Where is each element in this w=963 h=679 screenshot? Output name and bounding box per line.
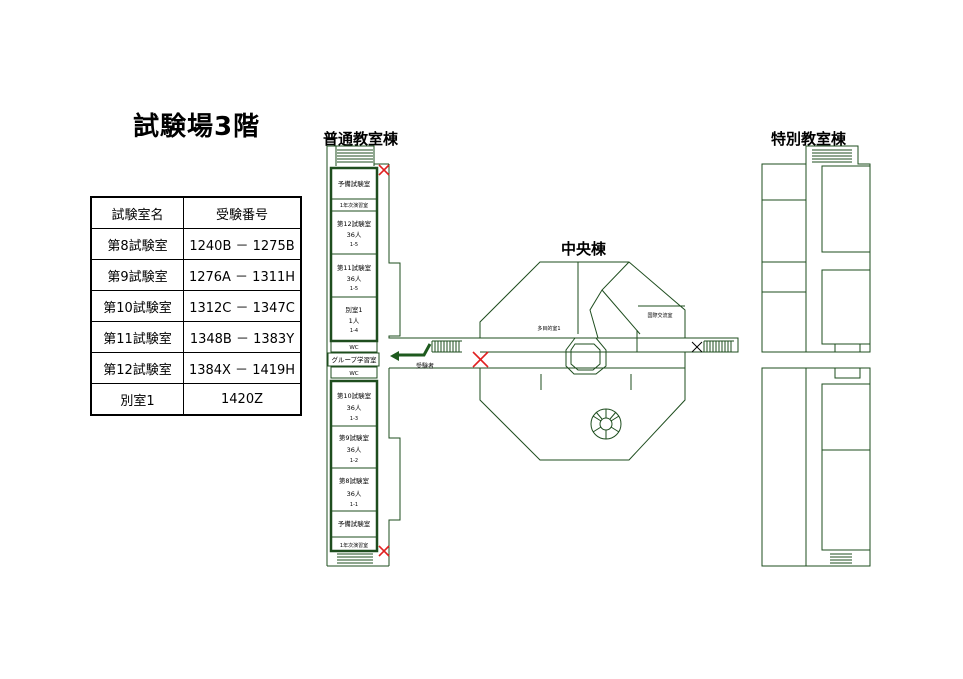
room-labels: 予備試験室 1年次演習室 第12試験室 36人 1-5 第11試験室 36人 1… bbox=[331, 179, 672, 549]
room10-code: 1-3 bbox=[350, 416, 358, 422]
room12-label: 第12試験室 bbox=[337, 219, 372, 228]
room10-capacity: 36人 bbox=[347, 404, 362, 412]
room8-code: 1-1 bbox=[350, 502, 358, 508]
east-x-icon bbox=[691, 341, 703, 353]
room11-label: 第11試験室 bbox=[337, 263, 372, 272]
closed-x-icon bbox=[472, 351, 489, 368]
room12-code: 1-5 bbox=[350, 242, 358, 248]
numbers-cell: 1240B － 1275B bbox=[183, 228, 302, 260]
room9-label: 第9試験室 bbox=[339, 433, 370, 442]
closed-marks bbox=[378, 164, 489, 557]
special-bottom-stair-treads bbox=[830, 553, 852, 564]
room11-capacity: 36人 bbox=[347, 275, 362, 283]
central-outline bbox=[460, 261, 739, 461]
special-upper-dividers bbox=[762, 163, 806, 293]
reserve-room-bottom-label: 予備試験室 bbox=[338, 519, 371, 528]
central-building-label: 中央棟 bbox=[561, 240, 607, 258]
room9-capacity: 36人 bbox=[347, 446, 362, 454]
multipurpose-room-label: 多目的室1 bbox=[537, 325, 560, 332]
special-building bbox=[761, 145, 871, 567]
corridor-stairs bbox=[431, 340, 462, 353]
room12-capacity: 36人 bbox=[347, 231, 362, 239]
numbers-cell: 1420Z bbox=[183, 383, 302, 416]
top-stair bbox=[335, 146, 375, 166]
special-east-upper bbox=[805, 145, 871, 353]
international-room-label: 国際交流室 bbox=[647, 312, 672, 319]
wc-bottom-label: WC bbox=[349, 371, 358, 377]
special-upper-rooms bbox=[821, 165, 871, 345]
regular-building-walls bbox=[326, 145, 460, 567]
special-building-label: 特別教室棟 bbox=[771, 130, 847, 148]
exam-room-table: 試験室名 受験番号 第8試験室 1240B － 1275B 第9試験室 1276… bbox=[90, 196, 302, 416]
special-west-upper bbox=[761, 163, 807, 353]
numbers-cell: 1384X － 1419H bbox=[183, 352, 302, 384]
table-row: 第10試験室 1312C － 1347C bbox=[90, 290, 302, 322]
room-dividers bbox=[327, 198, 380, 538]
table-row: 別室1 1420Z bbox=[90, 383, 302, 416]
closed-x-icon bbox=[378, 164, 390, 176]
table-row: 第9試験室 1276A － 1311H bbox=[90, 259, 302, 291]
table-row: 第12試験室 1384X － 1419H bbox=[90, 352, 302, 384]
room-cell: 第12試験室 bbox=[90, 352, 184, 384]
room-cell: 第11試験室 bbox=[90, 321, 184, 353]
numbers-cell: 1312C － 1347C bbox=[183, 290, 302, 322]
special-lower-rooms bbox=[821, 383, 871, 551]
study-room-top-label: 1年次演習室 bbox=[340, 202, 368, 209]
separate-room-code: 1-4 bbox=[350, 328, 358, 334]
spiral-stair-treads bbox=[592, 409, 620, 439]
room-cell: 第10試験室 bbox=[90, 290, 184, 322]
wc-top-label: WC bbox=[349, 345, 358, 351]
central-octagon bbox=[565, 337, 607, 375]
group-study-label: グループ学習室 bbox=[331, 355, 377, 364]
reception-label: 受験者 bbox=[416, 362, 434, 370]
room8-capacity: 36人 bbox=[347, 490, 362, 498]
east-corridor-stairs bbox=[703, 340, 734, 353]
page-title: 試験場3階 bbox=[133, 112, 261, 142]
special-stair-landings bbox=[834, 343, 861, 379]
central-lower-lines bbox=[540, 374, 632, 390]
table-row: 第11試験室 1348B － 1383Y bbox=[90, 321, 302, 353]
study-room-bottom-label: 1年次演習室 bbox=[340, 542, 368, 549]
room-cell: 別室1 bbox=[90, 383, 184, 416]
closed-x-icon bbox=[378, 545, 390, 557]
entry-arrow-icon bbox=[390, 343, 432, 361]
regular-building-label: 普通教室棟 bbox=[323, 130, 399, 148]
central-octagon-inner bbox=[570, 343, 601, 371]
central-corridor bbox=[480, 337, 685, 369]
room9-code: 1-2 bbox=[350, 458, 358, 464]
plan-lines bbox=[326, 145, 462, 567]
separate-room-label: 別室1 bbox=[345, 305, 362, 314]
central-building bbox=[460, 261, 739, 461]
special-east-lower bbox=[806, 367, 871, 567]
header-numbers: 受験番号 bbox=[183, 196, 302, 229]
central-inner-walls bbox=[577, 261, 685, 352]
room8-label: 第8試験室 bbox=[339, 476, 370, 485]
top-stair-treads bbox=[337, 149, 373, 163]
reserve-room-top-label: 予備試験室 bbox=[338, 179, 371, 188]
room11-code: 1-5 bbox=[350, 286, 358, 292]
special-west-lower bbox=[761, 367, 807, 567]
room-cell: 第9試験室 bbox=[90, 259, 184, 291]
separate-room-capacity: 1人 bbox=[349, 317, 360, 325]
special-top-stair-treads bbox=[812, 149, 852, 163]
table-row: 第8試験室 1240B － 1275B bbox=[90, 228, 302, 260]
bottom-stair-treads bbox=[337, 553, 373, 564]
numbers-cell: 1276A － 1311H bbox=[183, 259, 302, 291]
room10-label: 第10試験室 bbox=[337, 391, 372, 400]
lower-room-block bbox=[329, 379, 379, 553]
